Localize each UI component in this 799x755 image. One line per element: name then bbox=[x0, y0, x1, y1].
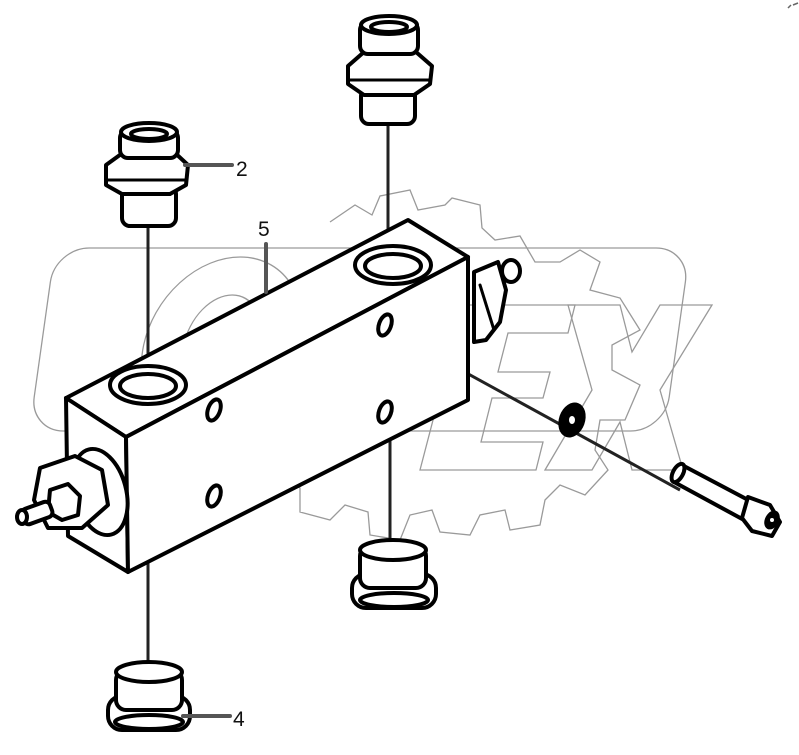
plug-cap-lower-right bbox=[350, 538, 438, 610]
callout-label-4: 4 bbox=[233, 708, 245, 731]
callout-label-5: 5 bbox=[258, 218, 270, 241]
callout-label-2: 2 bbox=[236, 158, 248, 181]
side-valve-cartridge-right bbox=[472, 258, 522, 344]
fitting-adapter-upper-left bbox=[104, 121, 190, 228]
socket-head-bolt bbox=[669, 461, 782, 538]
side-valve-cartridge-left bbox=[15, 446, 130, 538]
gear-watermark-icon bbox=[239, 189, 641, 541]
side-hole bbox=[205, 397, 223, 423]
side-hole bbox=[376, 312, 394, 338]
side-hole bbox=[376, 399, 394, 425]
corner-mark bbox=[787, 2, 799, 9]
side-hole bbox=[205, 483, 223, 509]
watermark-letter-x bbox=[543, 304, 714, 471]
callout-leaders bbox=[181, 163, 268, 718]
fitting-adapter-upper-right bbox=[346, 14, 434, 126]
washer bbox=[558, 402, 586, 438]
plug-cap-lower-left bbox=[106, 660, 192, 732]
